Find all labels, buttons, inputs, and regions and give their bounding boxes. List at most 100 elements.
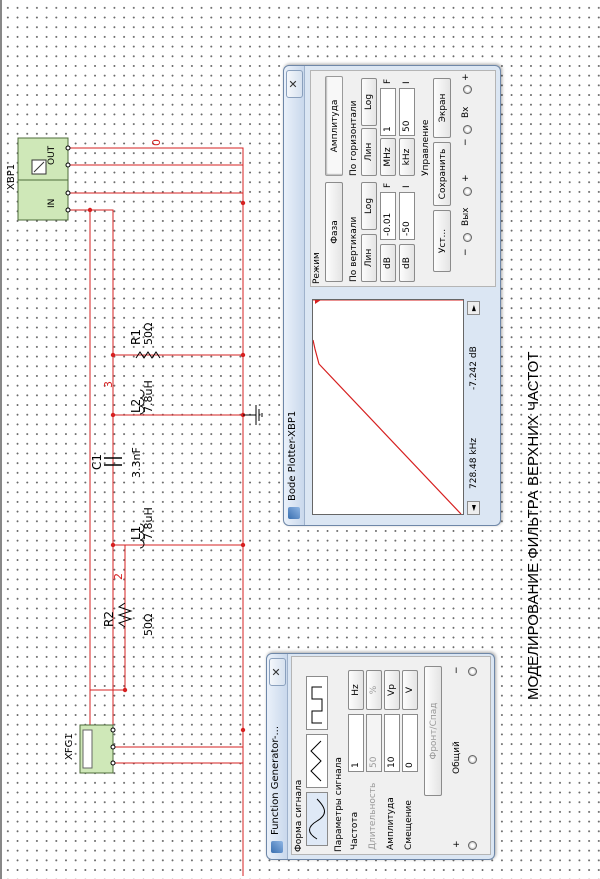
l1-value: 7.8uH bbox=[142, 507, 155, 540]
c1-symbol bbox=[104, 457, 122, 466]
h-initial-input[interactable]: 50 bbox=[399, 88, 415, 136]
settings-button[interactable]: Уст... bbox=[433, 210, 451, 272]
out-plus-terminal[interactable] bbox=[463, 187, 472, 196]
mode-label: Режим bbox=[312, 252, 322, 284]
right-arrow-button[interactable]: ► bbox=[467, 301, 480, 315]
net-label-3: 3 bbox=[102, 381, 115, 388]
triangle-icon bbox=[310, 740, 322, 782]
param-unit-select[interactable]: Vp bbox=[384, 670, 400, 710]
l2-symbol bbox=[139, 389, 145, 415]
phase-button[interactable]: Фаза bbox=[325, 182, 343, 282]
bode-out-label: OUT bbox=[47, 145, 57, 165]
fg-minus-label: − bbox=[452, 666, 462, 674]
fg-titlebar[interactable]: Function Generator-... ✕ bbox=[267, 654, 288, 859]
control-label: Управление bbox=[421, 119, 431, 176]
param-label: Амплитуда bbox=[386, 797, 396, 850]
v-final-input[interactable]: -0.01 bbox=[380, 192, 396, 240]
in-plus-label: + bbox=[461, 73, 471, 81]
params-label: Параметры сигнала bbox=[334, 757, 344, 852]
fg-minus-terminal[interactable] bbox=[468, 667, 477, 676]
bode-plot-svg bbox=[312, 296, 463, 515]
canvas-border bbox=[0, 0, 2, 879]
l1-symbol bbox=[139, 523, 145, 549]
bode-window-title: Bode Plotter-XBP1 bbox=[287, 410, 298, 501]
sine-wave-button[interactable] bbox=[306, 792, 328, 846]
bode-titlebar[interactable]: Bode Plotter-XBP1 ✕ bbox=[284, 66, 305, 525]
out-plus-label: + bbox=[461, 174, 471, 182]
in-minus-terminal[interactable] bbox=[463, 125, 472, 134]
bode-in-label: IN bbox=[47, 199, 57, 208]
left-arrow-button[interactable]: ◄ bbox=[467, 501, 480, 515]
ground-icon bbox=[243, 405, 263, 425]
triangle-wave-button[interactable] bbox=[306, 734, 328, 788]
out-label: Вых bbox=[461, 207, 471, 226]
param-label: Длительность bbox=[368, 782, 378, 850]
square-wave-button[interactable] bbox=[306, 676, 328, 730]
h-initial-prefix: I bbox=[402, 81, 412, 84]
in-minus-label: − bbox=[461, 138, 471, 146]
wire-in-plus-2 bbox=[70, 209, 125, 691]
param-unit-select: % bbox=[366, 670, 382, 710]
wire-in-plus bbox=[70, 209, 114, 760]
h-final-input[interactable]: 1 bbox=[380, 88, 396, 136]
bode-ref-label: XBP1 bbox=[6, 164, 17, 190]
v-lin-button[interactable]: Лин bbox=[361, 234, 377, 282]
h-log-button[interactable]: Log bbox=[361, 78, 377, 126]
page-title: МОДЕЛИРОВАНИЕ ФИЛЬТРА ВЕРХНИХ ЧАСТОТ bbox=[525, 351, 542, 700]
junctions bbox=[87, 200, 246, 733]
function-generator-window[interactable]: Function Generator-... ✕ Форма сигнала П… bbox=[266, 653, 495, 860]
save-button[interactable]: Сохранить bbox=[433, 142, 451, 206]
l1-ref: L1 bbox=[129, 526, 143, 540]
h-final-unit[interactable]: MHz bbox=[380, 138, 396, 176]
bode-plot-area[interactable] bbox=[312, 296, 464, 515]
close-button[interactable]: ✕ bbox=[286, 70, 303, 98]
l2-value: 7.8uH bbox=[142, 380, 155, 413]
close-button[interactable]: ✕ bbox=[269, 658, 286, 686]
cursor-marker-icon bbox=[315, 296, 321, 304]
h-initial-unit[interactable]: kHz bbox=[399, 138, 415, 176]
param-input[interactable]: 0 bbox=[402, 714, 418, 772]
r1-value: 50Ω bbox=[142, 323, 155, 345]
function-generator-instrument[interactable]: XFG1 bbox=[64, 724, 116, 774]
horizontal-label: По горизонтали bbox=[349, 100, 359, 176]
out-minus-terminal[interactable] bbox=[463, 233, 472, 242]
sine-icon bbox=[309, 798, 325, 840]
readout-frequency: 728.48 kHz bbox=[469, 437, 479, 489]
h-lin-button[interactable]: Лин bbox=[361, 128, 377, 176]
v-log-button[interactable]: Log bbox=[361, 182, 377, 230]
r2-ref: R2 bbox=[102, 611, 116, 627]
param-input[interactable]: 1 bbox=[348, 714, 364, 772]
param-unit-select[interactable]: V bbox=[402, 670, 418, 710]
fg-plus-label: + bbox=[452, 840, 462, 848]
bode-control-panel: Режим Амплитуда Фаза По горизонтали По в… bbox=[310, 70, 496, 287]
c1-value: 3.3nF bbox=[130, 447, 143, 478]
bode-plotter-window[interactable]: Bode Plotter-XBP1 ✕ ◄ 728.48 kHz -7.242 … bbox=[283, 65, 501, 526]
v-initial-unit[interactable]: dB bbox=[399, 244, 415, 282]
param-input[interactable]: 10 bbox=[384, 714, 400, 772]
v-final-unit[interactable]: dB bbox=[380, 244, 396, 282]
param-unit-select[interactable]: Hz bbox=[348, 670, 364, 710]
net-label-2: 2 bbox=[112, 573, 125, 580]
fg-plus-terminal[interactable] bbox=[468, 841, 477, 850]
app-icon bbox=[271, 841, 283, 853]
h-final-prefix: F bbox=[383, 78, 393, 84]
out-minus-label: − bbox=[461, 248, 471, 256]
bode-curve bbox=[312, 339, 462, 515]
v-initial-input[interactable]: -50 bbox=[399, 192, 415, 240]
screen-button[interactable]: Экран bbox=[433, 78, 451, 138]
fg-ref-label: XFG1 bbox=[64, 733, 75, 760]
wire-out-plus bbox=[70, 147, 244, 876]
rise-fall-button[interactable]: Фронт/Спад bbox=[424, 666, 442, 796]
fg-common-terminal[interactable] bbox=[468, 755, 477, 764]
param-label: Смещение bbox=[404, 800, 414, 850]
in-plus-terminal[interactable] bbox=[463, 85, 472, 94]
r2-symbol bbox=[117, 602, 133, 628]
bode-plotter-instrument[interactable]: XBP1 OUT IN bbox=[6, 137, 71, 221]
wire-fg-plus bbox=[89, 690, 113, 731]
amplitude-button[interactable]: Амплитуда bbox=[325, 76, 343, 176]
v-initial-prefix: I bbox=[402, 185, 412, 188]
fg-common-label: Общий bbox=[452, 741, 462, 774]
l2-ref: L2 bbox=[129, 399, 143, 413]
